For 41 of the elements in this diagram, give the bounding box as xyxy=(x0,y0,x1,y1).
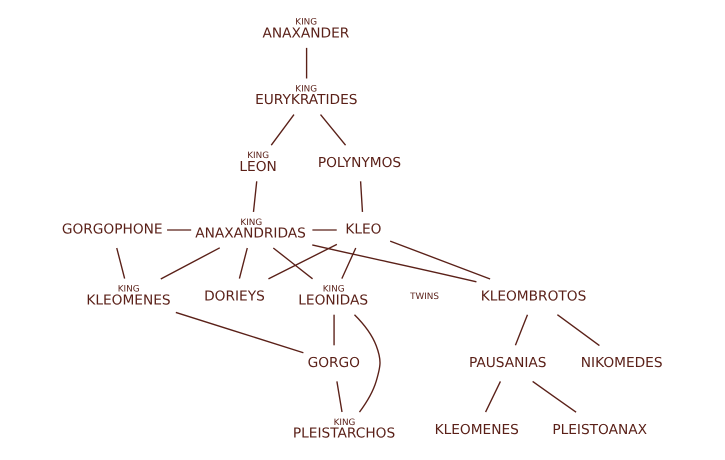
connector xyxy=(319,114,346,146)
node-text: POLYNYMOS xyxy=(317,154,401,171)
node-text: PAUSANIAS xyxy=(468,355,546,372)
connector xyxy=(312,229,336,231)
connector xyxy=(556,314,600,346)
node-text: GORGOPHONE xyxy=(61,222,162,238)
connector xyxy=(354,314,380,413)
node-text: KING EURYKRATIDES xyxy=(254,84,357,108)
node-text: KLEOMENES xyxy=(434,422,518,438)
connector xyxy=(305,48,307,78)
node-text: DORIEYS xyxy=(204,288,264,304)
connector xyxy=(389,240,490,280)
connector xyxy=(160,247,220,280)
connector xyxy=(166,229,191,231)
connector xyxy=(340,248,356,279)
connector xyxy=(272,247,312,280)
node-text: KING LEONIDAS xyxy=(298,284,368,308)
node-text: GORGO xyxy=(307,355,360,372)
connector xyxy=(238,248,248,279)
connector xyxy=(332,314,334,346)
connector xyxy=(252,181,257,212)
connector xyxy=(532,380,576,413)
connector xyxy=(312,244,476,282)
node-text: KING KLEOMENES xyxy=(86,284,170,308)
connector xyxy=(175,312,304,354)
node-text: KING PLEISTARCHOS xyxy=(292,418,395,442)
connector xyxy=(514,314,528,346)
connector xyxy=(268,244,337,280)
connector xyxy=(484,381,501,412)
connector xyxy=(270,114,294,146)
node-text: KING ANAXANDRIDAS xyxy=(194,218,306,242)
label: TWINS xyxy=(410,292,438,302)
node-text: PLEISTOANAX xyxy=(552,422,647,438)
node-text: KING LEON xyxy=(238,151,276,175)
connector xyxy=(336,381,342,412)
node-text: KLEO xyxy=(344,222,381,238)
node-text: KING ANAXANDER xyxy=(262,18,349,42)
connector xyxy=(116,248,125,279)
node-text: NIKOMEDES xyxy=(580,355,662,372)
connector xyxy=(359,181,363,212)
node-text: KLEOMBROTOS xyxy=(480,288,586,304)
